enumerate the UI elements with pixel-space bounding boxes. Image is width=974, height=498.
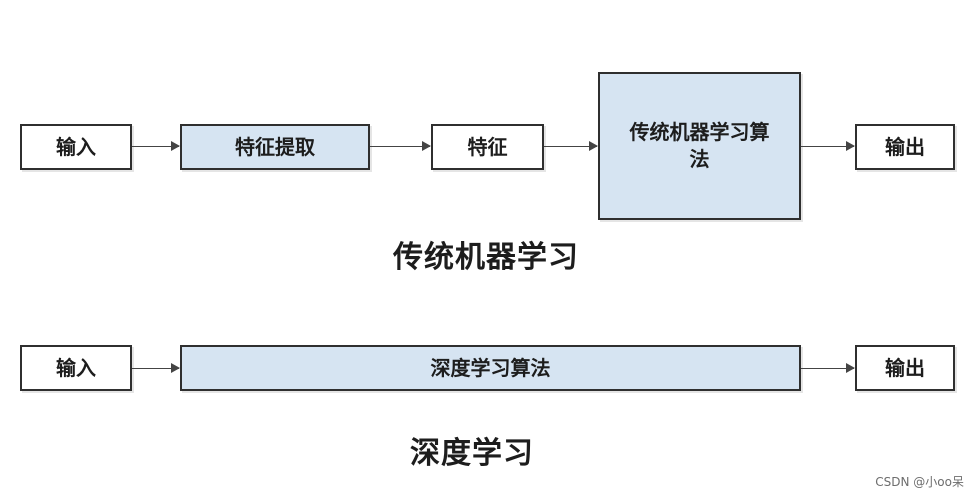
feature-extraction-label: 特征提取 <box>235 134 315 159</box>
traditional-input-label: 输入 <box>56 134 96 159</box>
traditional-algorithm-box: 传统机器学习算法 <box>598 72 801 220</box>
traditional-input-box: 输入 <box>20 124 132 170</box>
feature-extraction-box: 特征提取 <box>180 124 370 170</box>
deep-caption: 深度学习 <box>410 436 534 471</box>
deep-input-box: 输入 <box>20 345 132 391</box>
features-box: 特征 <box>431 124 544 170</box>
deep-arrow-1 <box>132 363 180 373</box>
csdn-watermark: CSDN @小oo呆 <box>875 475 964 489</box>
traditional-output-box: 输出 <box>855 124 955 170</box>
deep-output-box: 输出 <box>855 345 955 391</box>
traditional-caption: 传统机器学习 <box>393 240 579 275</box>
features-label: 特征 <box>467 134 508 159</box>
deep-output-label: 输出 <box>885 355 925 380</box>
deep-algorithm-box: 深度学习算法 <box>180 345 801 391</box>
traditional-arrow-2 <box>370 141 431 151</box>
deep-arrow-2 <box>801 363 855 373</box>
traditional-output-label: 输出 <box>885 134 925 159</box>
traditional-arrow-1 <box>132 141 180 151</box>
deep-input-label: 输入 <box>56 355 96 380</box>
traditional-algorithm-label: 传统机器学习算法 <box>629 120 770 171</box>
deep-algorithm-label: 深度学习算法 <box>430 355 551 380</box>
traditional-arrow-3 <box>544 141 598 151</box>
traditional-arrow-4 <box>801 141 855 151</box>
